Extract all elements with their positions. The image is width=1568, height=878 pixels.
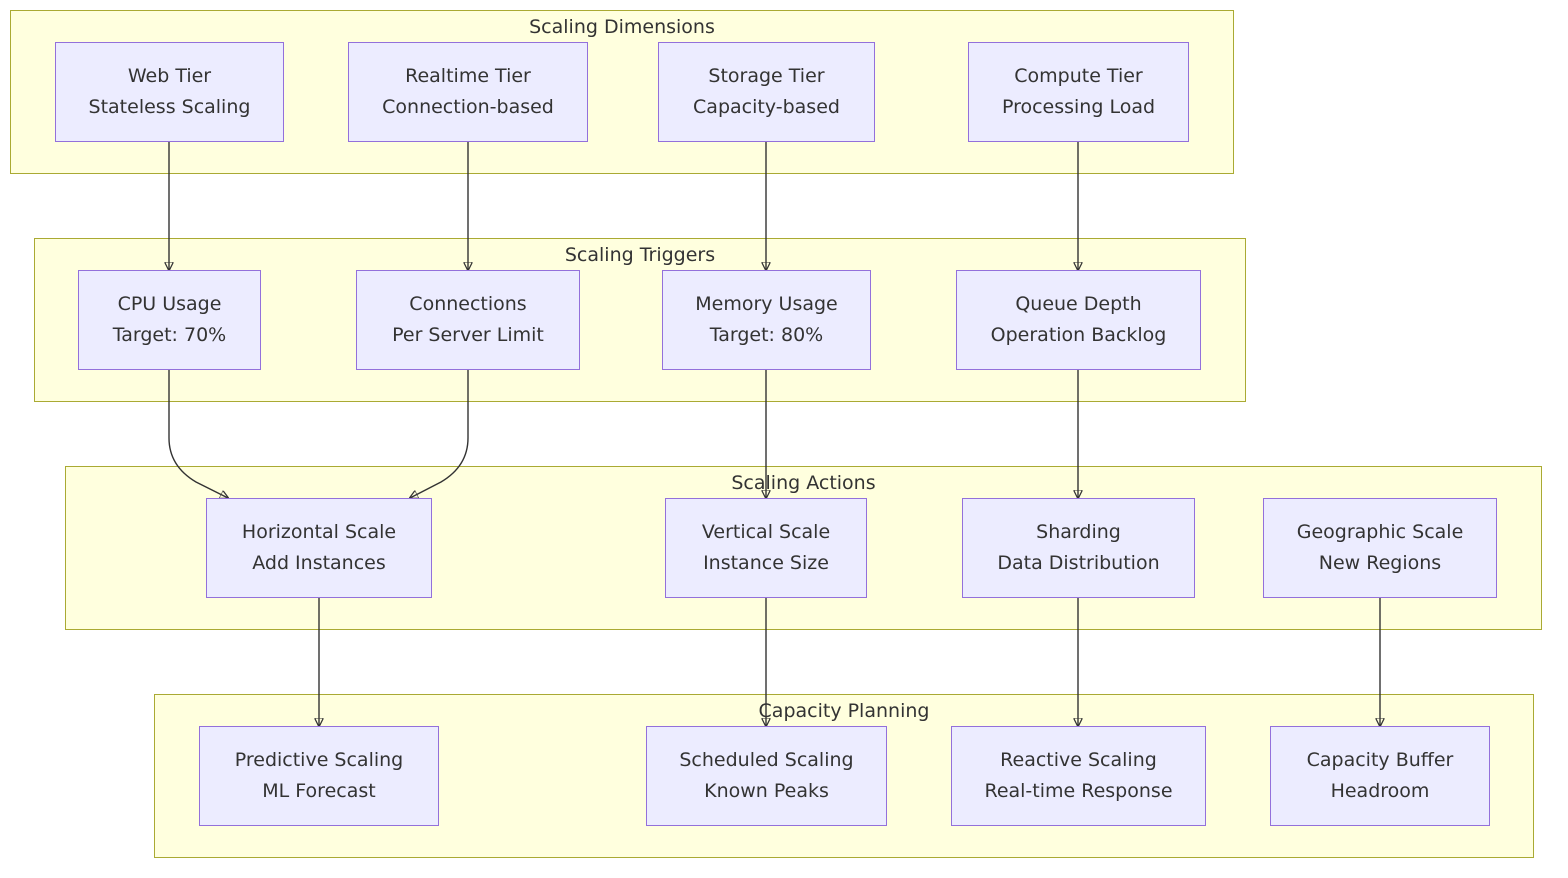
node-predictive-scaling: Predictive Scaling ML Forecast — [199, 726, 439, 826]
node-title: Memory Usage — [695, 293, 838, 315]
node-title: Reactive Scaling — [1000, 749, 1157, 771]
node-sharding: Sharding Data Distribution — [962, 498, 1195, 598]
node-title: Capacity Buffer — [1306, 749, 1454, 771]
node-connections: Connections Per Server Limit — [356, 270, 580, 370]
node-compute-tier: Compute Tier Processing Load — [968, 42, 1189, 142]
node-web-tier: Web Tier Stateless Scaling — [55, 42, 284, 142]
node-subtitle: Operation Backlog — [990, 324, 1167, 346]
node-realtime-tier: Realtime Tier Connection-based — [348, 42, 588, 142]
node-subtitle: Headroom — [1330, 780, 1430, 802]
group-title: Scaling Dimensions — [529, 16, 715, 38]
node-title: Geographic Scale — [1296, 521, 1464, 543]
node-subtitle: Known Peaks — [704, 780, 829, 802]
node-subtitle: Per Server Limit — [392, 324, 544, 346]
group-title: Scaling Triggers — [564, 244, 716, 266]
node-storage-tier: Storage Tier Capacity-based — [658, 42, 875, 142]
node-title: Connections — [409, 293, 527, 315]
node-subtitle: Capacity-based — [693, 96, 840, 118]
node-queue-depth: Queue Depth Operation Backlog — [956, 270, 1201, 370]
node-subtitle: ML Forecast — [262, 780, 376, 802]
node-title: Queue Depth — [1015, 293, 1142, 315]
node-subtitle: Real-time Response — [984, 780, 1173, 802]
node-title: Vertical Scale — [701, 521, 831, 543]
node-capacity-buffer: Capacity Buffer Headroom — [1270, 726, 1490, 826]
node-reactive-scaling: Reactive Scaling Real-time Response — [951, 726, 1206, 826]
node-title: Realtime Tier — [405, 65, 531, 87]
node-subtitle: Add Instances — [252, 552, 386, 574]
node-cpu-usage: CPU Usage Target: 70% — [78, 270, 261, 370]
node-subtitle: Data Distribution — [997, 552, 1160, 574]
node-memory-usage: Memory Usage Target: 80% — [662, 270, 871, 370]
node-title: Compute Tier — [1014, 65, 1143, 87]
node-subtitle: Stateless Scaling — [88, 96, 251, 118]
node-title: CPU Usage — [117, 293, 222, 315]
node-subtitle: Instance Size — [703, 552, 829, 574]
node-title: Scheduled Scaling — [679, 749, 854, 771]
node-subtitle: New Regions — [1318, 552, 1442, 574]
node-subtitle: Target: 80% — [709, 324, 824, 346]
node-title: Predictive Scaling — [234, 749, 404, 771]
node-geographic-scale: Geographic Scale New Regions — [1263, 498, 1497, 598]
node-title: Sharding — [1036, 521, 1121, 543]
group-title: Scaling Actions — [731, 472, 876, 494]
node-title: Horizontal Scale — [241, 521, 397, 543]
node-vertical-scale: Vertical Scale Instance Size — [665, 498, 867, 598]
node-subtitle: Target: 70% — [112, 324, 227, 346]
node-title: Web Tier — [127, 65, 212, 87]
node-scheduled-scaling: Scheduled Scaling Known Peaks — [646, 726, 887, 826]
node-horizontal-scale: Horizontal Scale Add Instances — [206, 498, 432, 598]
node-title: Storage Tier — [708, 65, 825, 87]
group-title: Capacity Planning — [758, 700, 930, 722]
node-subtitle: Processing Load — [1001, 96, 1156, 118]
node-subtitle: Connection-based — [382, 96, 554, 118]
